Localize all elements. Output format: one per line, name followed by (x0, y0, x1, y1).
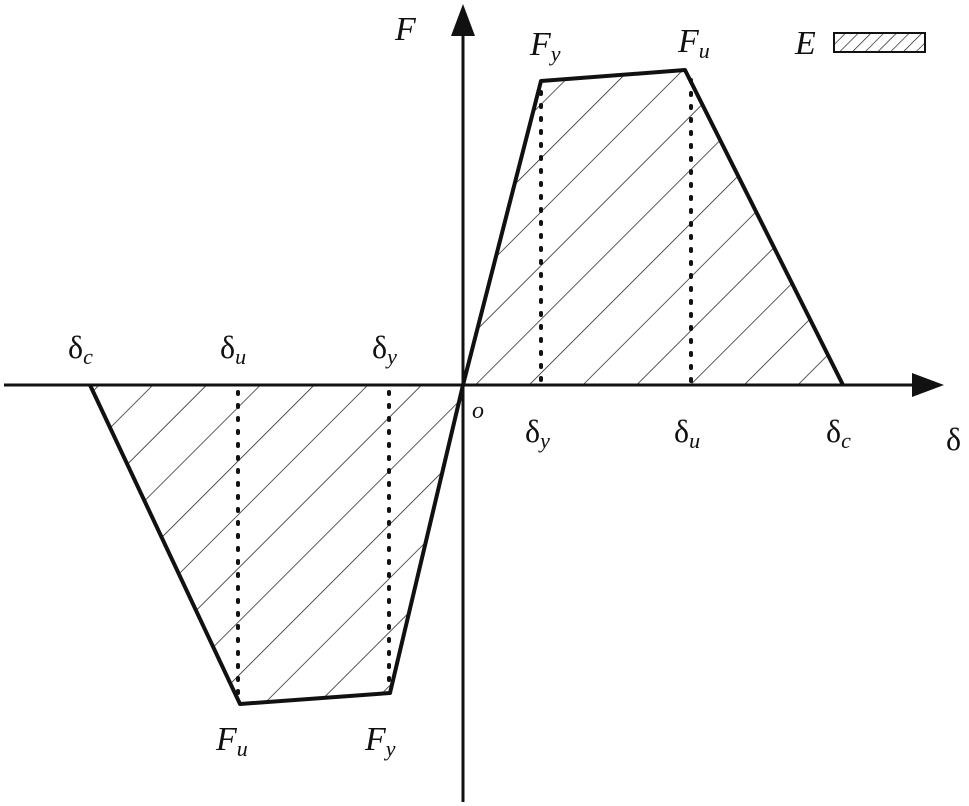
neg-dy-label: δy (372, 329, 397, 369)
legend-label: E (794, 25, 816, 62)
neg-fy-label: Fy (364, 721, 396, 761)
neg-du-label: δu (220, 329, 246, 369)
delta-axis-arrowhead (912, 373, 944, 397)
f-axis-label: F (394, 11, 417, 48)
legend-hatch-swatch (833, 32, 926, 53)
origin-label: o (472, 398, 484, 424)
pos-fu-label: Fu (677, 23, 710, 63)
delta-axis-label: δ (946, 421, 961, 457)
neg-fu-label: Fu (215, 721, 248, 761)
pos-dc-label: δc (826, 413, 851, 453)
negative-energy-area (90, 385, 463, 704)
negative-backbone-curve (88, 384, 465, 706)
neg-dc-label: δc (68, 329, 93, 369)
pos-du-label: δu (674, 413, 700, 453)
pos-fy-label: Fy (529, 26, 561, 66)
f-axis-arrowhead (451, 4, 475, 36)
pos-dy-label: δy (525, 413, 550, 453)
positive-energy-area (463, 70, 843, 385)
positive-backbone-curve (461, 68, 845, 386)
